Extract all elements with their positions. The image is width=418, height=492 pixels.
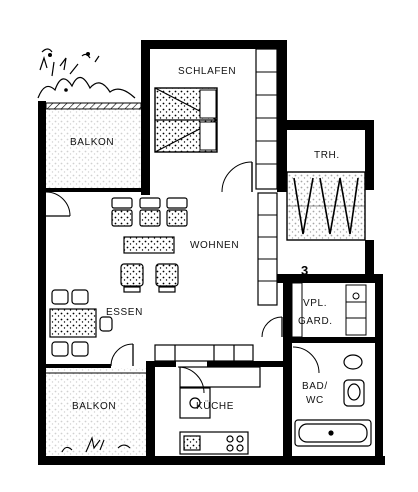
staircase: TRH. — [286, 150, 366, 241]
kitchen: KÜCHE — [154, 344, 261, 455]
room-label-balkon-top: BALKON — [70, 137, 114, 148]
room-label-wc: WC — [306, 395, 324, 406]
living-room: WOHNEN — [45, 191, 278, 306]
hall-wardrobe: VPL. GARD. — [261, 282, 367, 338]
living-seating — [111, 197, 188, 293]
apartment-number: 3 — [301, 263, 308, 278]
room-label-kuche: KÜCHE — [196, 400, 234, 412]
room-label-vpl: VPL. — [303, 298, 327, 309]
bathroom: BAD/ WC — [292, 346, 372, 447]
room-label-wohnen: WOHNEN — [190, 240, 239, 251]
room-label-bad: BAD/ — [302, 381, 328, 392]
room-label-schlafen: SCHLAFEN — [178, 66, 236, 77]
room-label-essen: ESSEN — [106, 307, 143, 318]
room-label-trh: TRH. — [314, 150, 340, 161]
bedroom: SCHLAFEN — [154, 48, 278, 193]
walls — [38, 40, 385, 465]
room-label-gard: GARD. — [298, 316, 333, 327]
dining-area — [49, 289, 134, 367]
room-label-balkon-bottom: BALKON — [72, 401, 116, 412]
double-bed — [154, 87, 218, 153]
balcony-top — [37, 48, 142, 188]
balcony-bottom: BALKON — [46, 368, 146, 456]
